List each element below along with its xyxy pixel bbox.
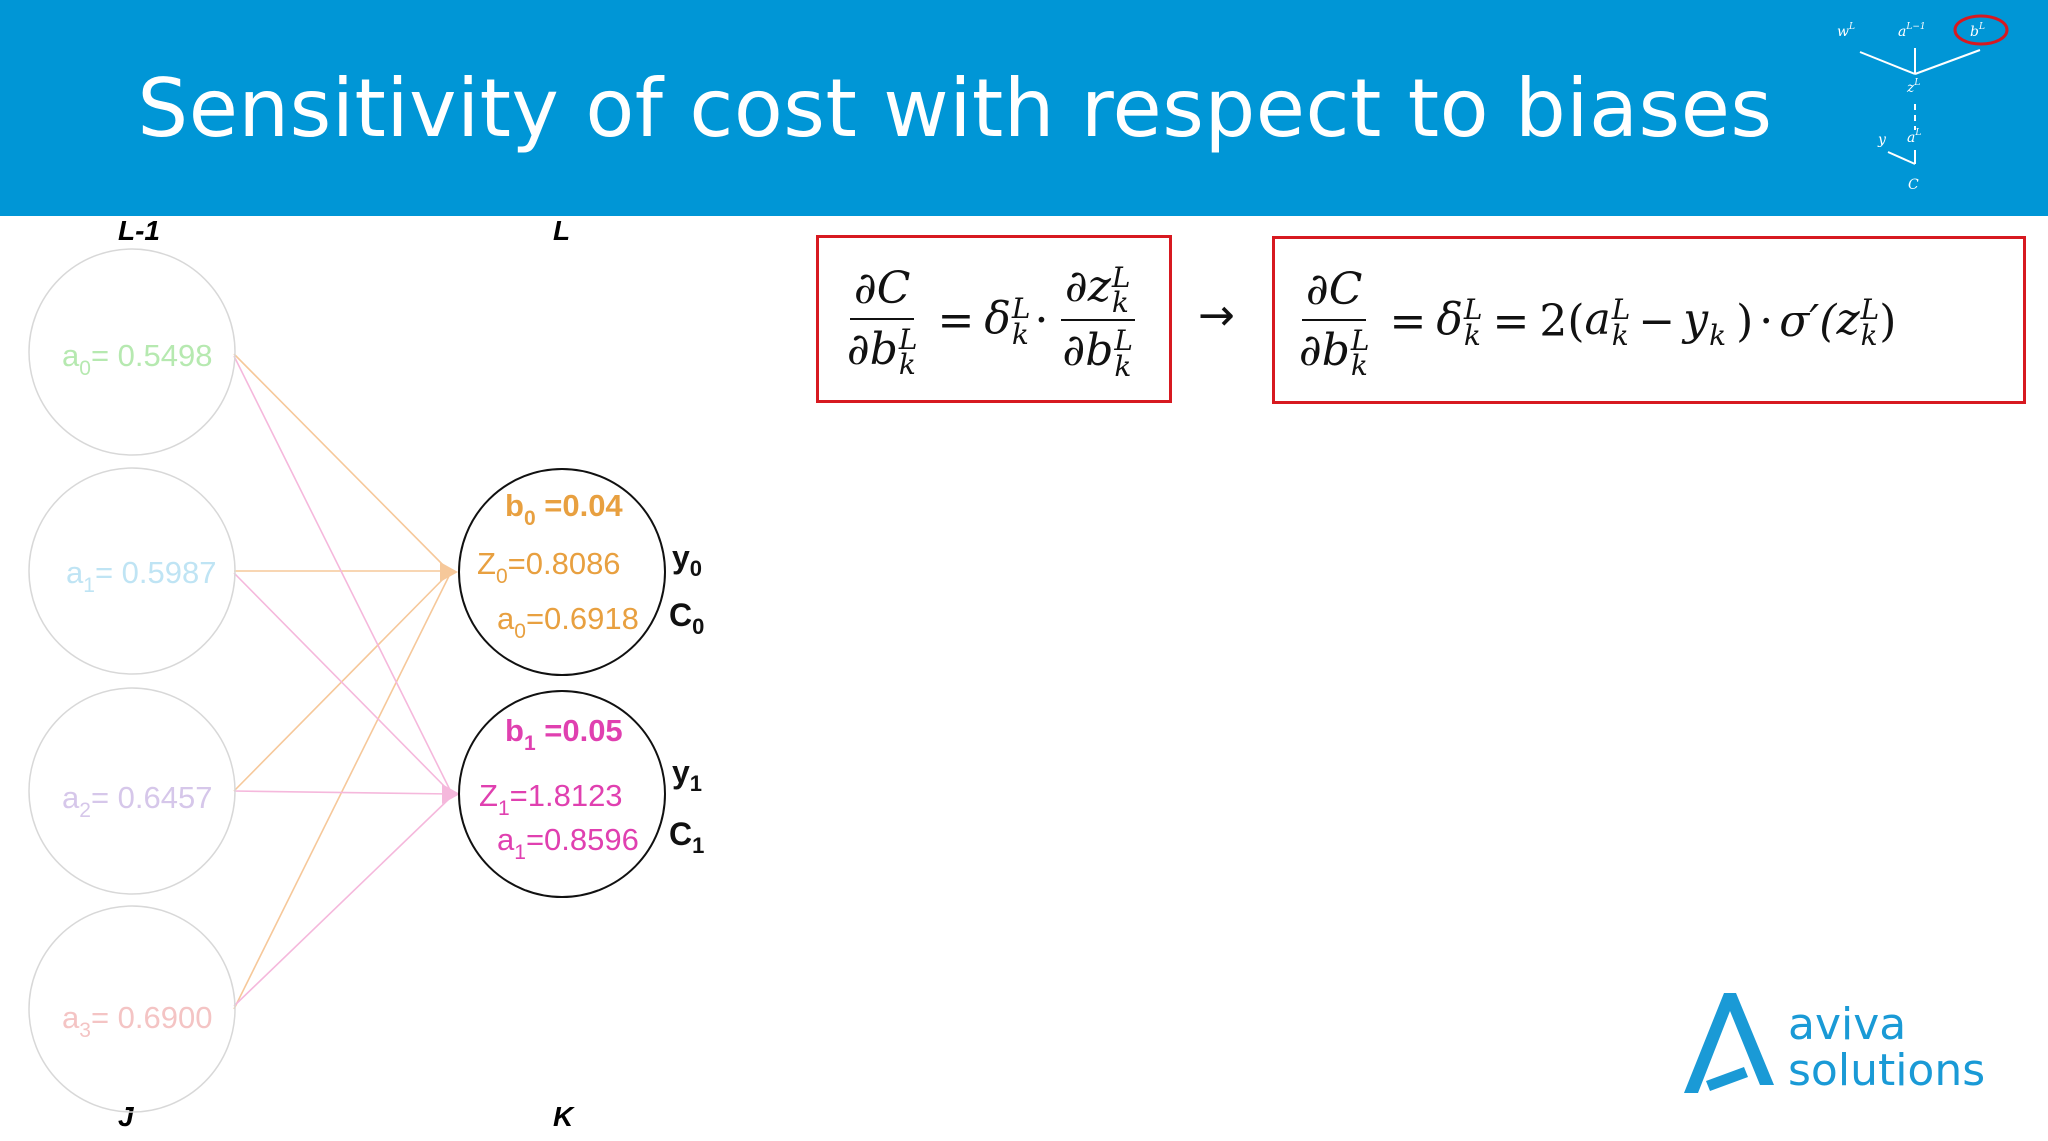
target-y1: y1 [672, 754, 702, 796]
tree-node-a: aL [1907, 128, 1921, 146]
logo-text-aviva: aviva [1788, 999, 1906, 1050]
logo-mark-bar [1706, 1067, 1748, 1091]
connection-edge [233, 573, 451, 1010]
output-neuron-1 [458, 690, 666, 898]
output-neuron-0 [458, 468, 666, 676]
connection-edge [233, 790, 453, 795]
output-activation-1: a1=0.8596 [497, 822, 639, 864]
equals-sign: = [1389, 295, 1427, 347]
cost-c0: C0 [669, 597, 704, 639]
input-activation-1: a1= 0.5987 [66, 555, 216, 597]
tree-edge [1914, 49, 1981, 75]
tree-node-z: zL [1906, 78, 1920, 96]
output-z-1: Z1=1.8123 [479, 778, 623, 820]
input-activation-0: a0= 0.5498 [62, 338, 212, 380]
layer-label: L [553, 216, 570, 246]
minus-sign: − [1638, 295, 1676, 347]
close-paren: ) [1736, 295, 1754, 347]
tree-node-y: y [1877, 132, 1887, 148]
connections-to-output-1 [233, 355, 453, 1007]
output-activation-0: a0=0.6918 [497, 601, 639, 643]
arrowhead [440, 562, 458, 582]
tree-node-a-prev: aL−1 [1898, 22, 1926, 40]
connection-edge [233, 572, 453, 795]
equals-sign: = [937, 294, 975, 346]
input-neuron-2 [28, 687, 236, 895]
slide-title: Sensitivity of cost with respect to bias… [137, 61, 1773, 155]
implies-arrow: → [1198, 290, 1235, 341]
output-z-0: Z0=0.8086 [477, 546, 621, 588]
dot-operator: · [1759, 295, 1774, 347]
output-bias-1: b1 =0.05 [505, 713, 623, 755]
sigma-prime: σ′( [1779, 295, 1837, 347]
logo-text-solutions: solutions [1788, 1045, 1985, 1096]
tree-edge [1887, 151, 1916, 165]
coefficient: 2( [1539, 295, 1585, 347]
tree-node-b: bL [1970, 22, 1985, 40]
logo-mark-icon [1684, 993, 1774, 1093]
connection-edge [233, 355, 453, 795]
equals-sign: = [1492, 295, 1530, 347]
input-neuron-0 [28, 248, 236, 456]
layer-prev-label: L-1 [118, 216, 160, 246]
index-label: K [553, 1101, 575, 1132]
index-prev-label: J [118, 1101, 135, 1132]
aviva-solutions-logo: aviva solutions [1684, 993, 1985, 1096]
tree-edge [1859, 51, 1916, 75]
input-activation-2: a2= 0.6457 [62, 780, 212, 822]
connection-edge [233, 795, 453, 1007]
connection-edge [233, 353, 451, 573]
cost-c1: C1 [669, 816, 704, 858]
dot-operator: · [1034, 294, 1049, 346]
input-activation-3: a3= 0.6900 [62, 1000, 212, 1042]
highlight-ring [1953, 14, 2009, 46]
close-paren: ) [1879, 295, 1897, 347]
tree-node-w: wL [1837, 22, 1855, 40]
mini-dependency-tree: wL aL−1 bL zL y aL C [1837, 14, 2009, 193]
output-bias-0: b0 =0.04 [505, 488, 623, 530]
title-banner [0, 0, 2048, 216]
target-term: y k [1683, 294, 1727, 352]
arrowhead [442, 784, 460, 804]
neural-network-diagram: L-1 L J K a0= 0.5498 a1= 0.5987 a2= 0.64… [28, 216, 704, 1132]
target-y0: y0 [672, 539, 702, 581]
tree-node-c: C [1908, 177, 1919, 193]
input-neuron-3 [28, 905, 236, 1113]
input-neuron-1 [28, 467, 236, 675]
